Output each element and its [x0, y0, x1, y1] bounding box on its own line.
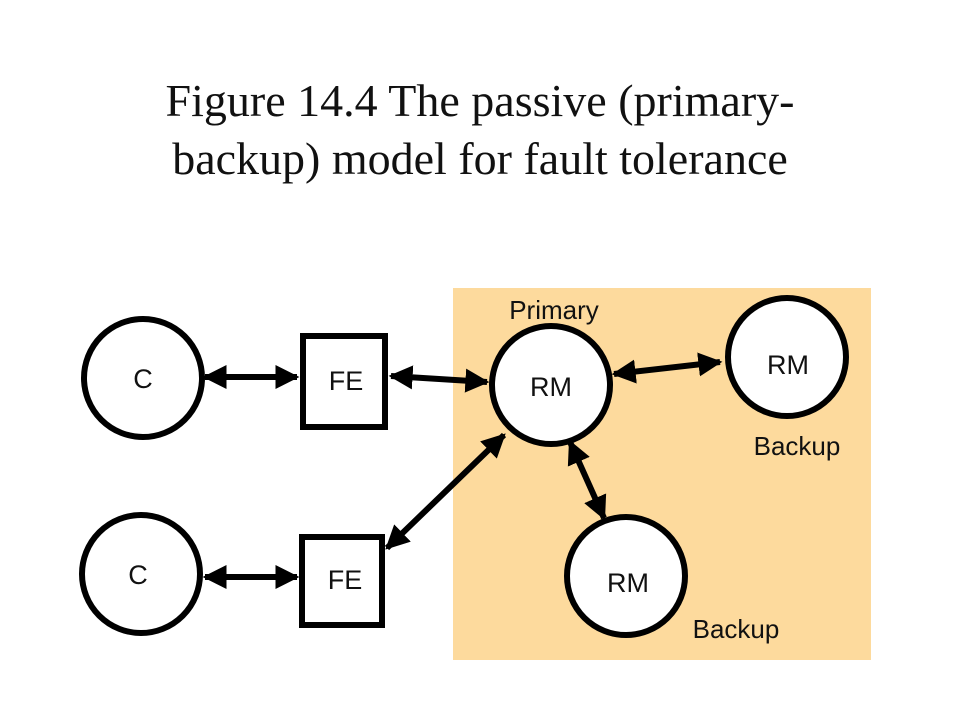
- fe-bottom-primary-link: [384, 432, 507, 551]
- client-top-node: [81, 316, 205, 440]
- rm-backup-bottom-label: RM: [607, 568, 649, 598]
- primary-label: Primary: [509, 295, 599, 325]
- slide-title: Figure 14.4 The passive (primary- backup…: [0, 72, 960, 188]
- primary-backup-bottom-link: [567, 439, 607, 521]
- client-bottom-label: C: [128, 560, 148, 590]
- title-line-2: backup) model for fault tolerance: [172, 133, 788, 184]
- fe-bottom-label: FE: [328, 565, 363, 595]
- rm-backup-right-label: RM: [767, 350, 809, 380]
- rm-primary-node: [489, 323, 613, 447]
- client-bottom-node: [79, 512, 203, 636]
- fe-top-box: [300, 333, 388, 430]
- backup-right-label: Backup: [754, 431, 841, 461]
- rm-backup-bottom-node: [564, 514, 688, 638]
- rm-primary-label: RM: [530, 372, 572, 402]
- primary-backup-right-link: [611, 352, 723, 384]
- fe-top-label: FE: [329, 366, 364, 396]
- rm-backup-right-node: [725, 295, 849, 419]
- fe-top-primary-link: [388, 365, 490, 393]
- title-line-1: Figure 14.4 The passive (primary-: [165, 75, 795, 126]
- client-top-label: C: [133, 364, 153, 394]
- fe-bottom-box: [299, 534, 385, 628]
- backup-bottom-label: Backup: [693, 614, 780, 644]
